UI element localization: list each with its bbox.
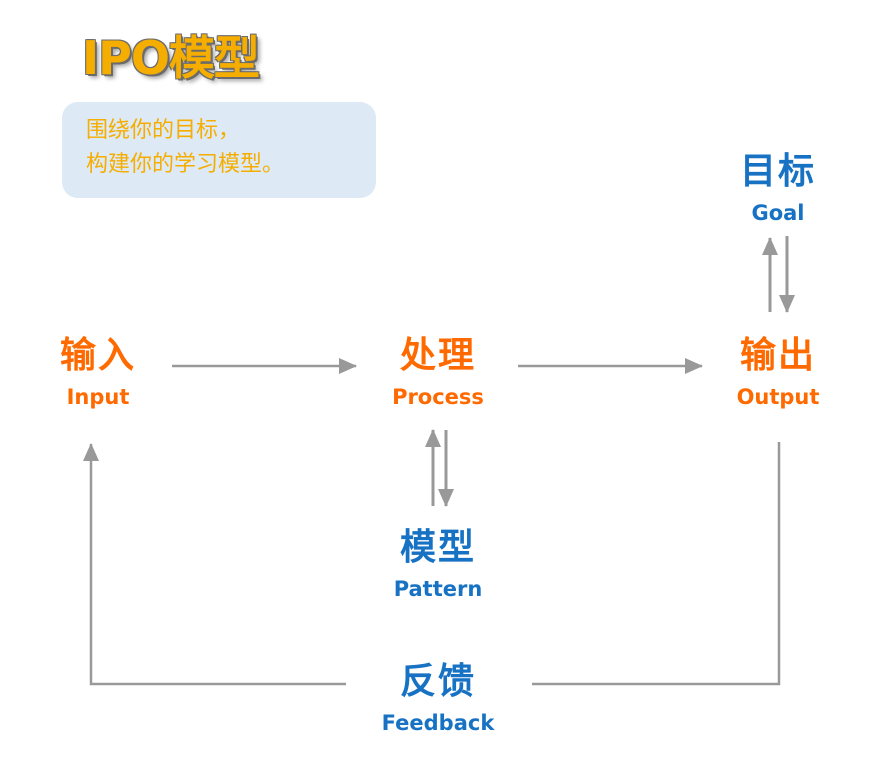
- callout-line-2: 构建你的学习模型。: [86, 152, 285, 177]
- node-input: 输入 Input: [18, 334, 178, 412]
- node-goal: 目标 Goal: [698, 150, 858, 228]
- node-feedback: 反馈 Feedback: [358, 660, 518, 738]
- node-goal-zh: 目标: [739, 151, 816, 192]
- node-feedback-en: Feedback: [381, 711, 495, 735]
- node-feedback-zh: 反馈: [399, 661, 476, 702]
- diagram-title: IPO模型: [82, 31, 260, 85]
- node-input-zh: 输入: [59, 335, 136, 376]
- callout-box: 围绕你的目标， 构建你的学习模型。: [62, 102, 376, 198]
- callout-line-1: 围绕你的目标，: [86, 118, 241, 143]
- feedback-line-right: [532, 442, 781, 686]
- node-process: 处理 Process: [358, 334, 518, 412]
- node-pattern: 模型 Pattern: [358, 526, 518, 604]
- node-process-zh: 处理: [399, 335, 476, 376]
- node-output-en: Output: [736, 385, 820, 409]
- node-goal-en: Goal: [751, 201, 805, 225]
- node-output-zh: 输出: [739, 335, 816, 376]
- node-pattern-zh: 模型: [399, 527, 476, 568]
- node-process-en: Process: [392, 385, 484, 409]
- node-input-en: Input: [66, 385, 130, 409]
- feedback-line-left: [83, 443, 346, 686]
- node-pattern-en: Pattern: [393, 577, 483, 601]
- node-output: 输出 Output: [698, 334, 858, 412]
